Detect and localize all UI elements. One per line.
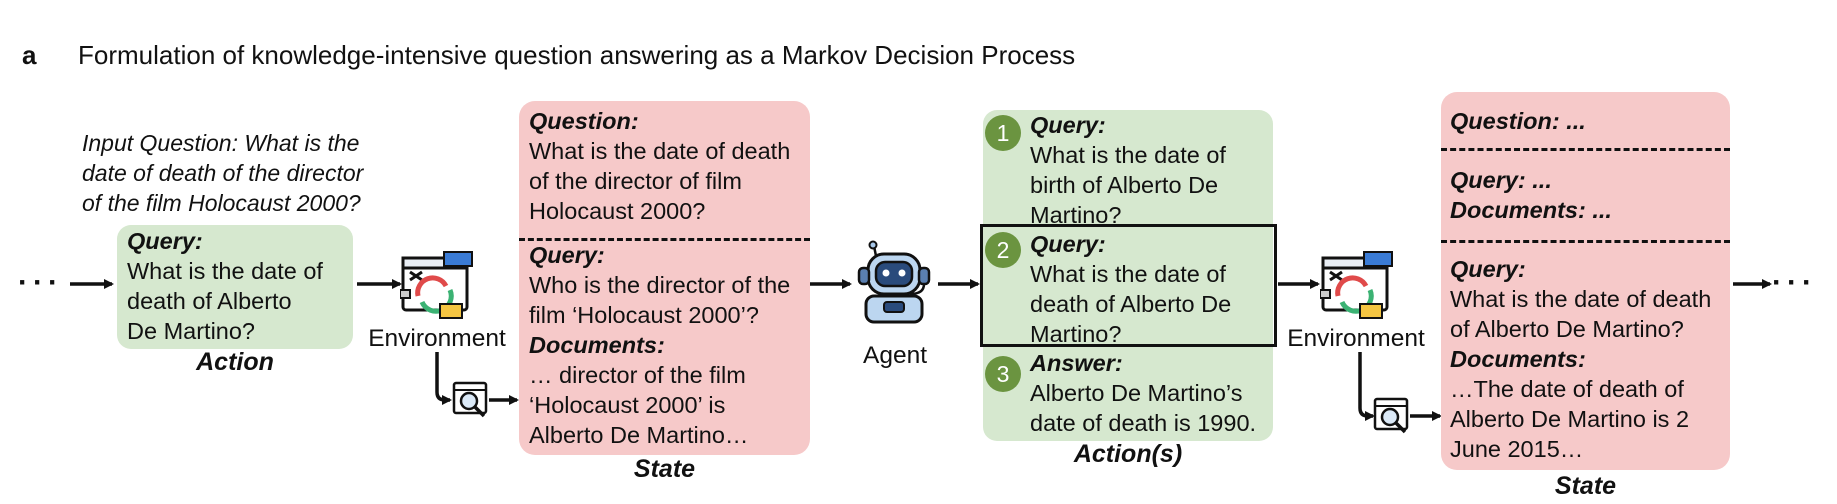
state-question-line: What is the date of death (529, 138, 791, 164)
ellipsis-right: ··· (1772, 266, 1817, 299)
agent-label: Agent (862, 342, 928, 369)
state-2-query-summary: Query: ... Documents: ... (1450, 165, 1612, 225)
state-question-label: Question: (529, 108, 639, 134)
action-item-line: Martino? (1030, 321, 1122, 347)
state-divider (1441, 148, 1730, 151)
action-item-2: Query: What is the date of death of Albe… (1030, 229, 1231, 349)
environment-label: Environment (1287, 325, 1425, 352)
input-question: Input Question: What is the date of deat… (82, 128, 363, 218)
state-2-caption: State (1554, 472, 1617, 500)
state-query-line: Who is the director of the (529, 272, 791, 298)
state-documents-line: Alberto De Martino… (529, 422, 749, 448)
input-question-line: of the film Holocaust 2000? (82, 190, 361, 216)
state-question-line: of the director of film (529, 168, 742, 194)
action-item-line: Martino? (1030, 202, 1122, 228)
action-item-line: Alberto De Martino’s (1030, 380, 1243, 406)
state-query-label: Query: (529, 242, 605, 268)
action-query-line: What is the date of (127, 258, 323, 284)
state-query-line: of Alberto De Martino? (1450, 316, 1684, 342)
action-item-line: death of Alberto De (1030, 291, 1232, 317)
action-caption: Action (196, 348, 274, 376)
figure-letter: a (22, 40, 37, 70)
state-1-question: Question: What is the date of death of t… (529, 106, 790, 226)
actions-box (983, 110, 1273, 441)
environment-icon (1319, 250, 1394, 322)
search-icon (452, 380, 490, 418)
action-item-line: birth of Alberto De (1030, 172, 1219, 198)
action-query-line: death of Alberto (127, 288, 292, 314)
input-question-line: date of death of the director (82, 160, 364, 186)
state-box-1 (519, 101, 810, 455)
state-1-query-docs: Query: Who is the director of the film ‘… (529, 240, 813, 450)
action-item-1: Query: What is the date of birth of Albe… (1030, 110, 1226, 230)
state-2-query-docs: Query: What is the date of death of Albe… (1450, 254, 1711, 464)
action-query-label: Query: (127, 228, 203, 254)
state-documents-line: June 2015… (1450, 436, 1584, 462)
action-number-1: 1 (985, 115, 1021, 151)
arrow-environment-to-search-1 (435, 352, 452, 405)
state-divider (519, 238, 810, 241)
actions-caption: Action(s) (1073, 440, 1183, 468)
action-box (117, 225, 353, 349)
state-query-label: Query: (1450, 256, 1526, 282)
action-query-line: De Martino? (127, 318, 255, 344)
state-documents-line: … director of the film (529, 362, 746, 388)
environment-icon (399, 250, 474, 322)
state-2-question: Question: ... (1450, 108, 1586, 134)
robot-agent-icon (852, 240, 936, 326)
action-item-line: date of death is 1990. (1030, 410, 1257, 436)
search-icon (1373, 396, 1411, 434)
ellipsis-left: ··· (18, 266, 63, 299)
action-item-line: What is the date of (1030, 261, 1226, 287)
state-documents-line: ‘Holocaust 2000’ is (529, 392, 726, 418)
action-item-line: What is the date of (1030, 142, 1226, 168)
action-number-2: 2 (985, 232, 1021, 268)
action-item-3: Answer: Alberto De Martino’s date of dea… (1030, 348, 1256, 438)
state-documents-line: Alberto De Martino is 2 (1450, 406, 1690, 432)
action-item-label: Answer: (1030, 350, 1123, 376)
state-query-line: What is the date of death (1450, 286, 1712, 312)
arrow-environment-to-search-2 (1358, 352, 1375, 421)
action-box-text: Query: What is the date of death of Albe… (127, 226, 323, 346)
input-question-line: Input Question: What is the (82, 130, 360, 156)
figure-title: Formulation of knowledge-intensive quest… (78, 40, 1076, 70)
state-1-caption: State (633, 455, 696, 483)
state-query-summary-line: Query: ... (1450, 167, 1552, 193)
state-divider (1441, 240, 1730, 243)
state-query-line: film ‘Holocaust 2000’? (529, 302, 759, 328)
state-box-2 (1441, 92, 1730, 470)
action-number-3: 3 (985, 356, 1021, 392)
state-documents-label: Documents: (1450, 346, 1586, 372)
environment-label: Environment (368, 325, 506, 352)
state-question-line: Holocaust 2000? (529, 198, 706, 224)
state-documents-line: …The date of death of (1450, 376, 1684, 402)
state-documents-summary-line: Documents: ... (1450, 197, 1612, 223)
state-documents-label: Documents: (529, 332, 665, 358)
action-item-label: Query: (1030, 112, 1106, 138)
action-2-highlight-frame (980, 224, 1277, 347)
action-item-label: Query: (1030, 231, 1106, 257)
